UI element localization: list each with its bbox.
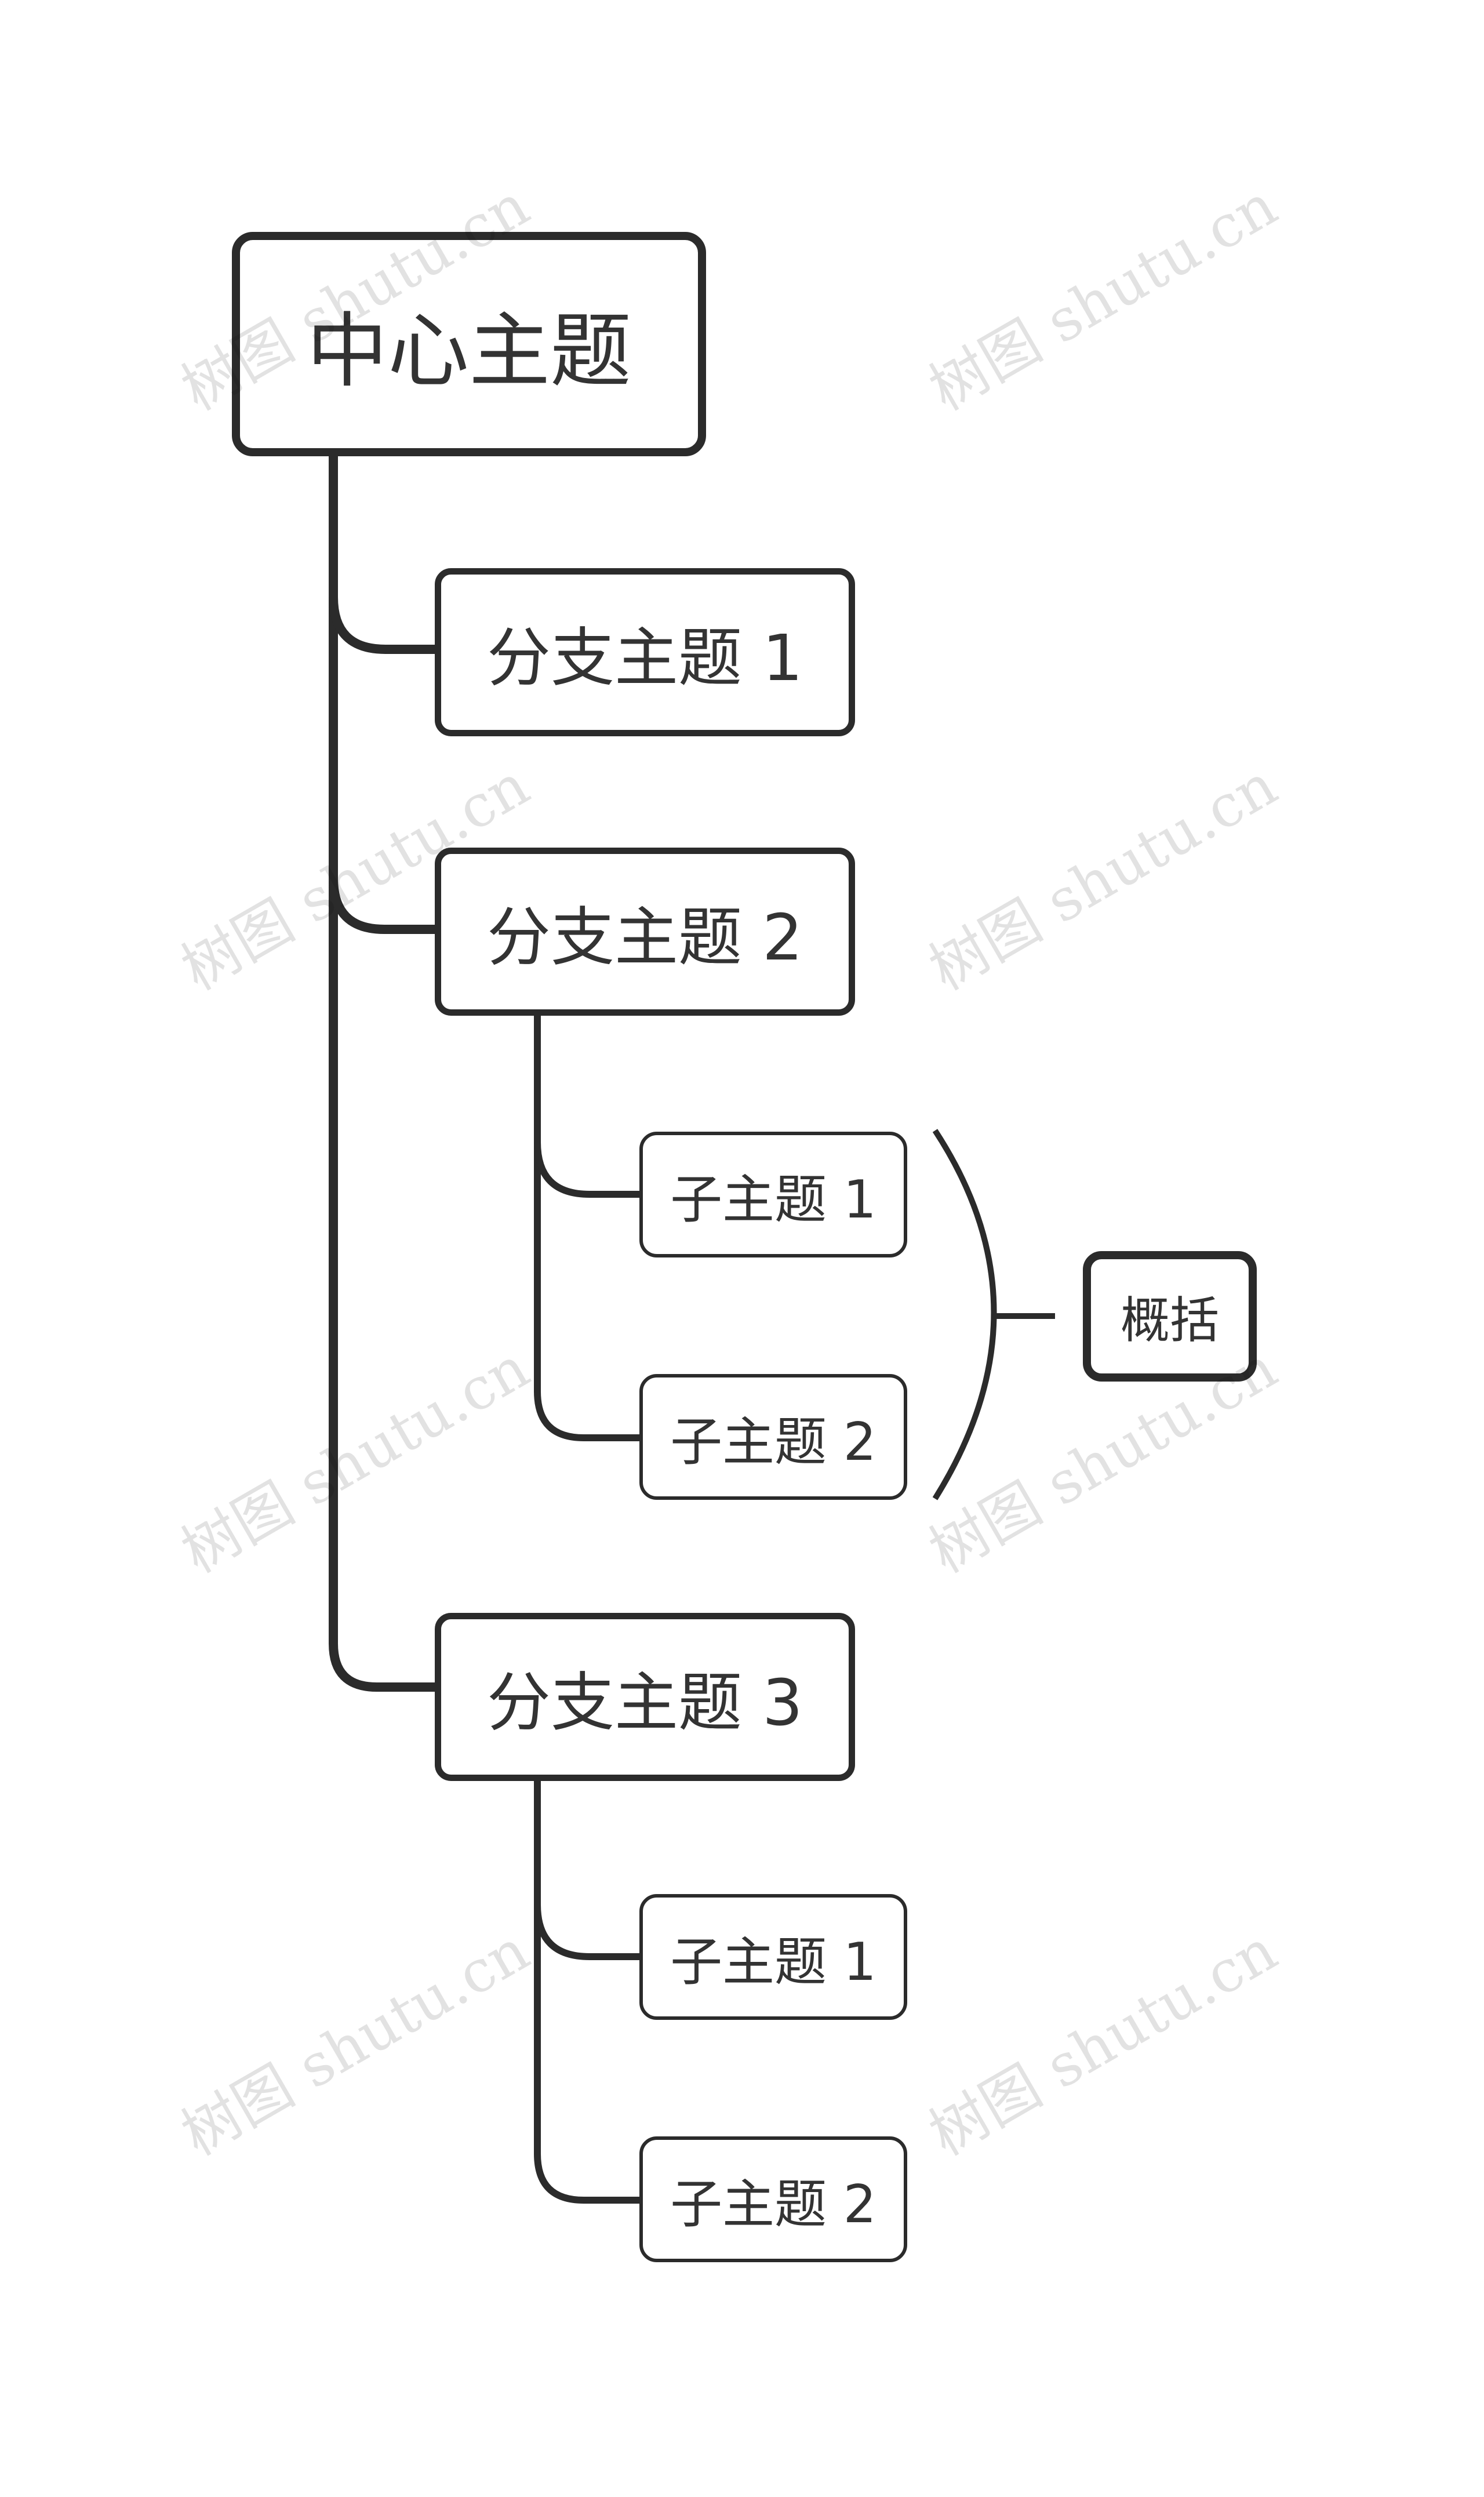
connector-branch2-trunk — [534, 1012, 639, 1441]
branch-2-subtopic-2[interactable]: 子主题 2 — [639, 1374, 907, 1500]
central-topic[interactable]: 中心主题 — [232, 232, 706, 456]
connector-root-branch-1 — [329, 597, 435, 654]
summary-bracket — [932, 1129, 997, 1500]
connector-branch2-sub-1 — [534, 1142, 639, 1198]
summary-topic[interactable]: 概括 — [1083, 1251, 1257, 1382]
connector-branch3-trunk — [534, 1774, 639, 2204]
branch-topic-2[interactable]: 分支主题 2 — [435, 848, 855, 1016]
connector-branch3-sub-1 — [534, 1904, 639, 1960]
branch-topic-1[interactable]: 分支主题 1 — [435, 568, 855, 736]
connector-root-trunk — [329, 455, 435, 1692]
branch-topic-3[interactable]: 分支主题 3 — [435, 1613, 855, 1781]
branch-2-subtopic-1[interactable]: 子主题 1 — [639, 1132, 907, 1257]
branch-3-subtopic-1[interactable]: 子主题 1 — [639, 1894, 907, 2020]
connector-root-branch-2 — [329, 878, 435, 934]
branch-3-subtopic-2[interactable]: 子主题 2 — [639, 2136, 907, 2262]
